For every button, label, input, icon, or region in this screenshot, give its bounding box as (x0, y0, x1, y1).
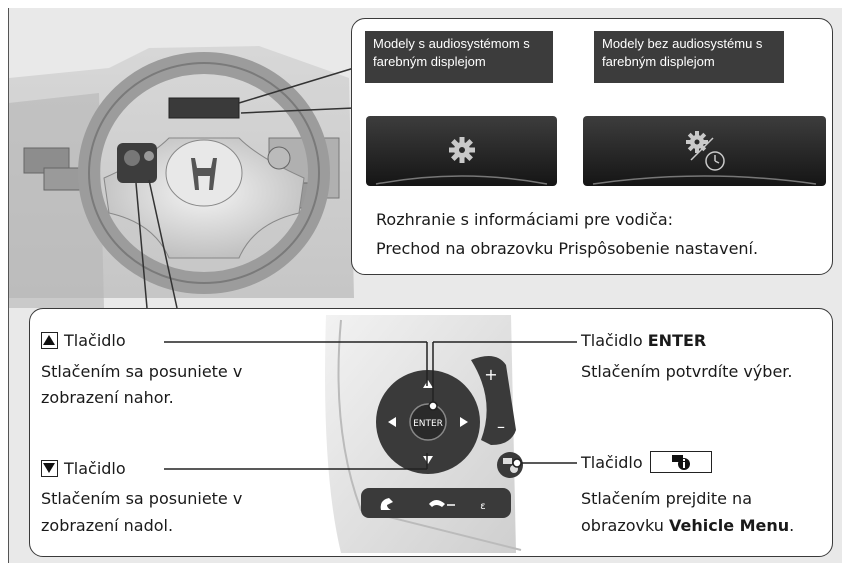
label-without-color-text: Modely bez audiosystému s farebným displ… (602, 36, 763, 69)
triangle-up-icon (41, 332, 58, 349)
enter-switch-text: ENTER (413, 419, 443, 429)
driver-info-line2: Prechod na obrazovku Prispôsobenie nasta… (376, 239, 759, 258)
up-button-label-text: Tlačidlo (64, 331, 126, 350)
switch-leader-lines (164, 341, 577, 470)
down-button-label: Tlačidlo (41, 457, 126, 481)
screen-with-color (366, 116, 557, 186)
volume-plus-text: + (484, 365, 497, 384)
info-desc2-prefix: obrazovku (581, 516, 669, 535)
dashboard-illustration (9, 46, 354, 308)
label-with-color-audio: Modely s audiosystémom s farebným disple… (365, 31, 553, 83)
screen-without-color (583, 116, 826, 186)
info-button-desc1: Stlačením prejdite na (581, 489, 752, 508)
illustration-frame: Modely s audiosystémom s farebným disple… (8, 8, 842, 563)
info-button-desc2: obrazovku Vehicle Menu. (581, 514, 794, 538)
svg-text:ɛ: ɛ (480, 501, 485, 512)
label-without-color-audio: Modely bez audiosystému s farebným displ… (594, 31, 784, 83)
info-desc2-bold: Vehicle Menu (668, 516, 790, 535)
enter-label-prefix: Tlačidlo (581, 331, 648, 350)
up-button-desc2: zobrazení nahor. (41, 388, 174, 407)
driver-info-line1: Rozhranie s informáciami pre vodiča: (376, 210, 674, 229)
info-label-text: Tlačidlo (581, 453, 643, 472)
steering-switch-illustration: ENTER + – ɛ (325, 315, 523, 553)
down-button-desc1: Stlačením sa posuniete v (41, 489, 243, 508)
gear-icon (375, 137, 548, 185)
label-with-color-text: Modely s audiosystémom s farebným disple… (373, 36, 530, 69)
volume-minus-text: – (497, 417, 505, 436)
up-button-label: Tlačidlo (41, 329, 126, 353)
info-button-label: Tlačidlo (581, 451, 712, 475)
enter-label-bold: ENTER (647, 331, 707, 350)
gear-clock-icon (592, 131, 817, 185)
vehicle-info-icon (649, 451, 712, 473)
down-button-label-text: Tlačidlo (64, 459, 126, 478)
leader-lines (135, 67, 355, 309)
triangle-down-icon (41, 460, 58, 477)
info-desc2-suffix: . (789, 516, 795, 535)
enter-button-label: Tlačidlo ENTER (581, 329, 706, 353)
enter-button-desc: Stlačením potvrdíte výber. (581, 362, 793, 381)
up-button-desc1: Stlačením sa posuniete v (41, 362, 243, 381)
down-button-desc2: zobrazení nadol. (41, 516, 174, 535)
